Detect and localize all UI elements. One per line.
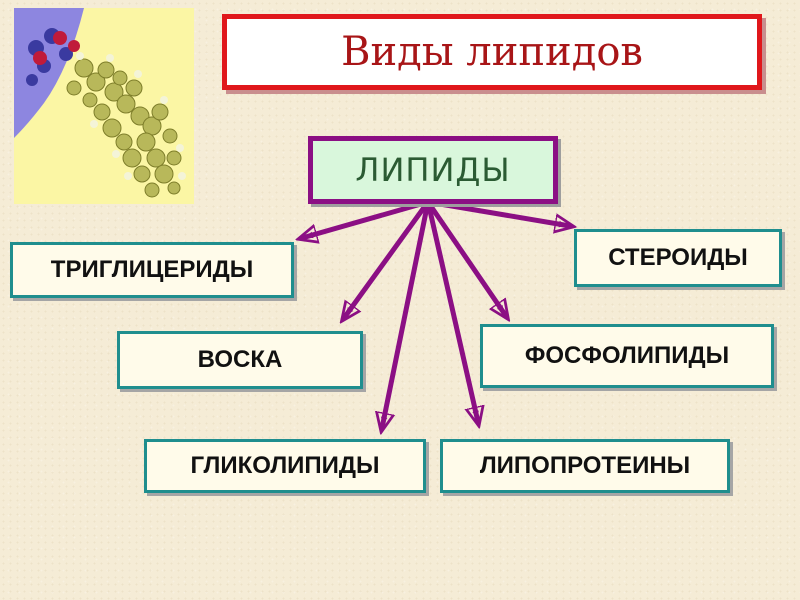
arrow-to-glycolipids	[382, 199, 431, 428]
node-triglycerides: ТРИГЛИЦЕРИДЫ	[10, 242, 294, 298]
page-title: Виды липидов	[222, 14, 762, 90]
arrow-to-triglycerides	[302, 199, 431, 238]
molecule-model-icon	[14, 8, 194, 204]
arrow-to-phospholipids	[425, 199, 506, 316]
node-lipoproteins: ЛИПОПРОТЕИНЫ	[440, 439, 730, 493]
node-waxes: ВОСКА	[117, 331, 363, 389]
arrow-to-lipoproteins	[425, 199, 478, 422]
arrow-to-steroids	[425, 199, 570, 226]
node-glycolipids: ГЛИКОЛИПИДЫ	[144, 439, 426, 493]
node-steroids: СТЕРОИДЫ	[574, 229, 782, 287]
node-phospholipids: ФОСФОЛИПИДЫ	[480, 324, 774, 388]
root-node-lipids: ЛИПИДЫ	[308, 136, 558, 204]
arrow-to-waxes	[344, 199, 431, 318]
